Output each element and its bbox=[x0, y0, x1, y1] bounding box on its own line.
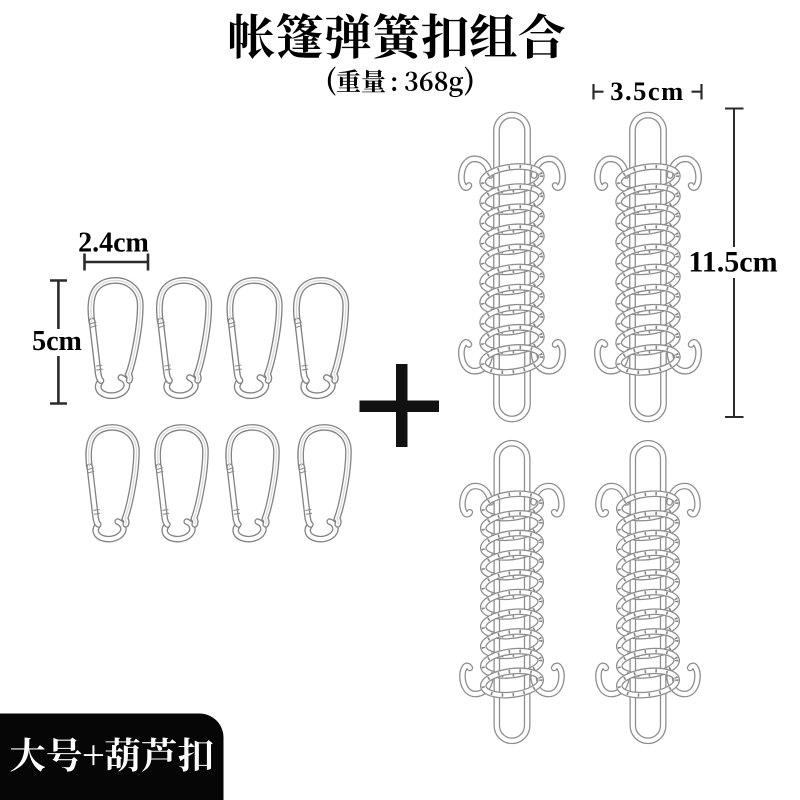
svg-text:2.4cm: 2.4cm bbox=[78, 228, 149, 259]
svg-text:11.5cm: 11.5cm bbox=[688, 246, 777, 279]
svg-text:5cm: 5cm bbox=[32, 326, 82, 357]
svg-text:3.5cm: 3.5cm bbox=[610, 76, 684, 106]
